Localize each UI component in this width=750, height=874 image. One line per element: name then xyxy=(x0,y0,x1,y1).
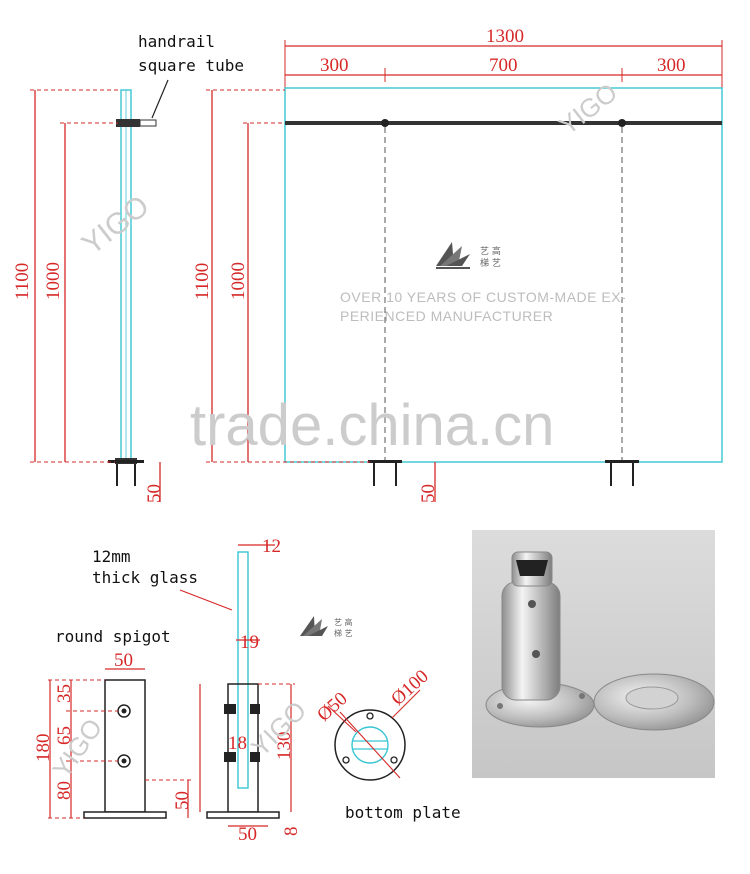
dim-side-1000: 1000 xyxy=(43,262,64,300)
svg-text:梯 艺: 梯 艺 xyxy=(334,628,353,638)
dim-section-18: 18 xyxy=(228,733,247,754)
bottom-plate-drawing xyxy=(327,689,421,781)
svg-text:艺 高: 艺 高 xyxy=(334,617,353,627)
dim-front-1100: 1100 xyxy=(192,263,213,300)
label-square-tube: square tube xyxy=(138,56,244,75)
handrail-bracket-1 xyxy=(381,119,389,127)
dim-front-1000: 1000 xyxy=(228,262,249,300)
label-glass-12mm: 12mm xyxy=(92,547,131,566)
dim-section-base-50: 50 xyxy=(238,824,257,845)
spigot-front-2 xyxy=(605,460,639,486)
spigot-photo xyxy=(472,530,715,778)
watermark-brand-1: YIGO xyxy=(76,189,155,261)
svg-text:梯 艺: 梯 艺 xyxy=(480,257,501,269)
watermark-site: trade.china.cn xyxy=(190,393,554,458)
spigot-front-1 xyxy=(368,460,402,486)
front-elevation: 1300 300 700 300 110 xyxy=(192,26,723,503)
label-thick-glass: thick glass xyxy=(92,568,198,587)
spigot-side xyxy=(108,458,144,486)
dim-spigot-50: 50 xyxy=(114,650,133,671)
dim-side-50: 50 xyxy=(144,484,165,503)
dim-glass-12: 12 xyxy=(262,536,281,557)
svg-text:艺 高: 艺 高 xyxy=(480,245,501,257)
spigot-front-view xyxy=(104,679,146,813)
dim-spigot-180: 180 xyxy=(33,734,54,763)
dim-section-8: 8 xyxy=(281,827,302,837)
watermark-brand-3: YIGO xyxy=(46,713,108,783)
glass-panel-front xyxy=(284,87,723,463)
dim-slot-19: 19 xyxy=(240,632,259,653)
glass-panel-section xyxy=(237,551,249,789)
leader-handrail xyxy=(151,79,169,119)
dim-left-300: 300 xyxy=(320,55,349,76)
side-elevation: handrail square tube 1100 1000 50 xyxy=(12,32,244,503)
dim-spigot-35: 35 xyxy=(54,684,75,703)
dim-plate-100: Ø100 xyxy=(387,666,432,710)
label-round-spigot: round spigot xyxy=(55,627,171,646)
square-tube xyxy=(139,119,157,127)
fan-logo-icon: 艺 高 梯 艺 xyxy=(300,616,353,638)
spigot-detail: 12mm thick glass round spigot 50 35 65 1… xyxy=(33,536,461,845)
watermark-brand-2: YIGO xyxy=(553,77,623,141)
tagline-line-1: OVER 10 YEARS OF CUSTOM-MADE EX- xyxy=(340,289,626,305)
handrail-clamp xyxy=(116,119,140,127)
handrail-bracket-2 xyxy=(618,119,626,127)
dim-spigot-65: 65 xyxy=(54,726,75,745)
dim-right-300: 300 xyxy=(657,55,686,76)
dim-section-130: 130 xyxy=(274,732,295,761)
label-handrail: handrail xyxy=(138,32,215,51)
tagline-line-2: PERIENCED MANUFACTURER xyxy=(340,308,553,324)
dim-side-1100: 1100 xyxy=(12,263,33,300)
dim-overall-1300: 1300 xyxy=(486,26,524,47)
dim-front-50: 50 xyxy=(418,484,439,503)
fan-logo-icon: 艺 高 梯 艺 xyxy=(436,242,501,269)
label-bottom-plate: bottom plate xyxy=(345,803,461,822)
dim-middle-700: 700 xyxy=(489,55,518,76)
dim-spigot-80: 80 xyxy=(54,781,75,800)
dim-spigot-base-50: 50 xyxy=(172,791,193,810)
